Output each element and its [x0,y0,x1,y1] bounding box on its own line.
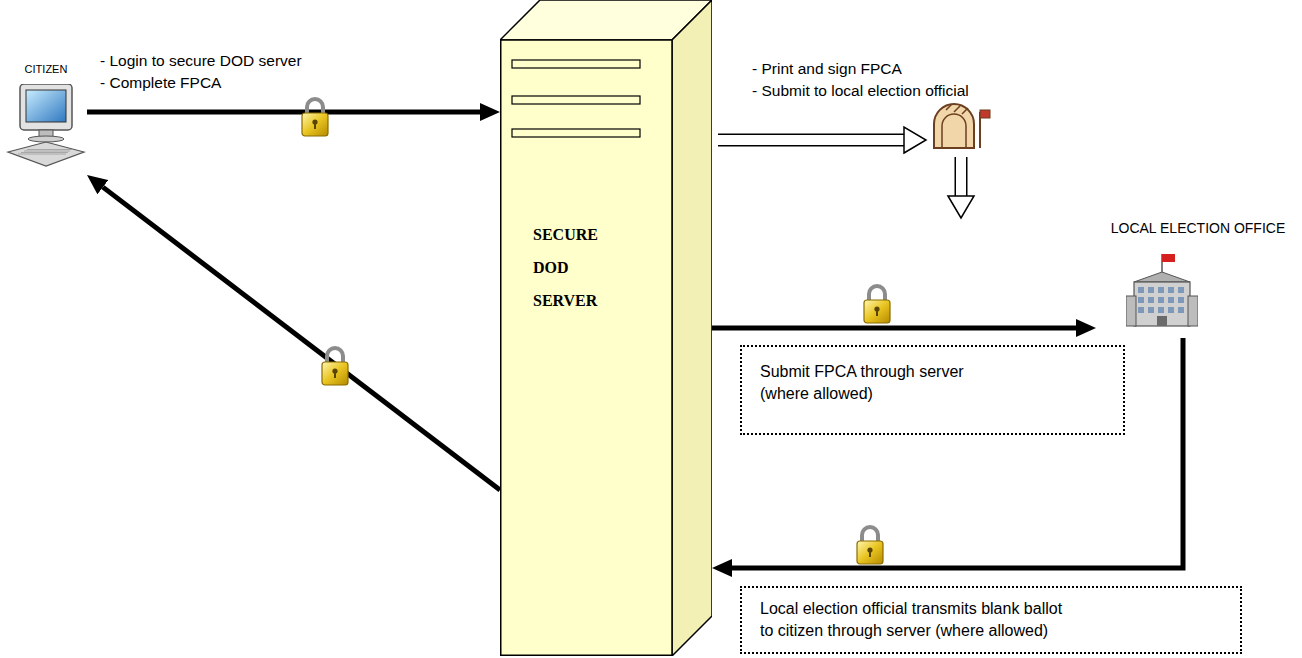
arrow-line [712,326,1076,331]
note-box: Submit FPCA through server (where allowe… [740,345,1125,435]
padlock-icon [302,99,328,136]
flow-arrow [87,112,480,113]
arrow-line [732,338,1183,568]
node-heading: LOCAL ELECTION OFFICE [1096,220,1300,237]
padlock-icon [864,286,890,323]
server-outline [500,0,712,656]
note-text: Submit FPCA through server (where allowe… [760,361,980,405]
flow-arrow [712,328,1076,329]
citizen-node: CITIZEN [5,60,87,175]
arrow-line [87,110,480,115]
hollow-arrow-fill [718,140,961,196]
server-node: SECURE DOD SERVER [500,0,712,656]
note-text: Local election official transmits blank … [760,598,1072,642]
step-note: - Login to secure DOD server - Complete … [100,50,302,94]
padlock-icon [322,348,348,385]
step-note: - Print and sign FPCA - Submit to local … [752,58,969,102]
computer-icon [6,84,86,172]
flow-arrow [103,187,500,490]
mailbox-icon [934,104,990,148]
hollow-arrow-head [904,127,926,153]
flow-arrow [732,338,1183,568]
hollow-arrow-outline [718,140,961,196]
building-icon [1126,252,1198,330]
node-heading: SECURE DOD SERVER [533,218,623,317]
hollow-arrow-head [948,196,974,218]
note-box: Local election official transmits blank … [740,586,1242,654]
election-office-node: LOCAL ELECTION OFFICE [1096,218,1300,338]
padlock-icon [857,527,883,564]
node-heading: CITIZEN [5,62,87,76]
arrow-line [103,187,500,490]
